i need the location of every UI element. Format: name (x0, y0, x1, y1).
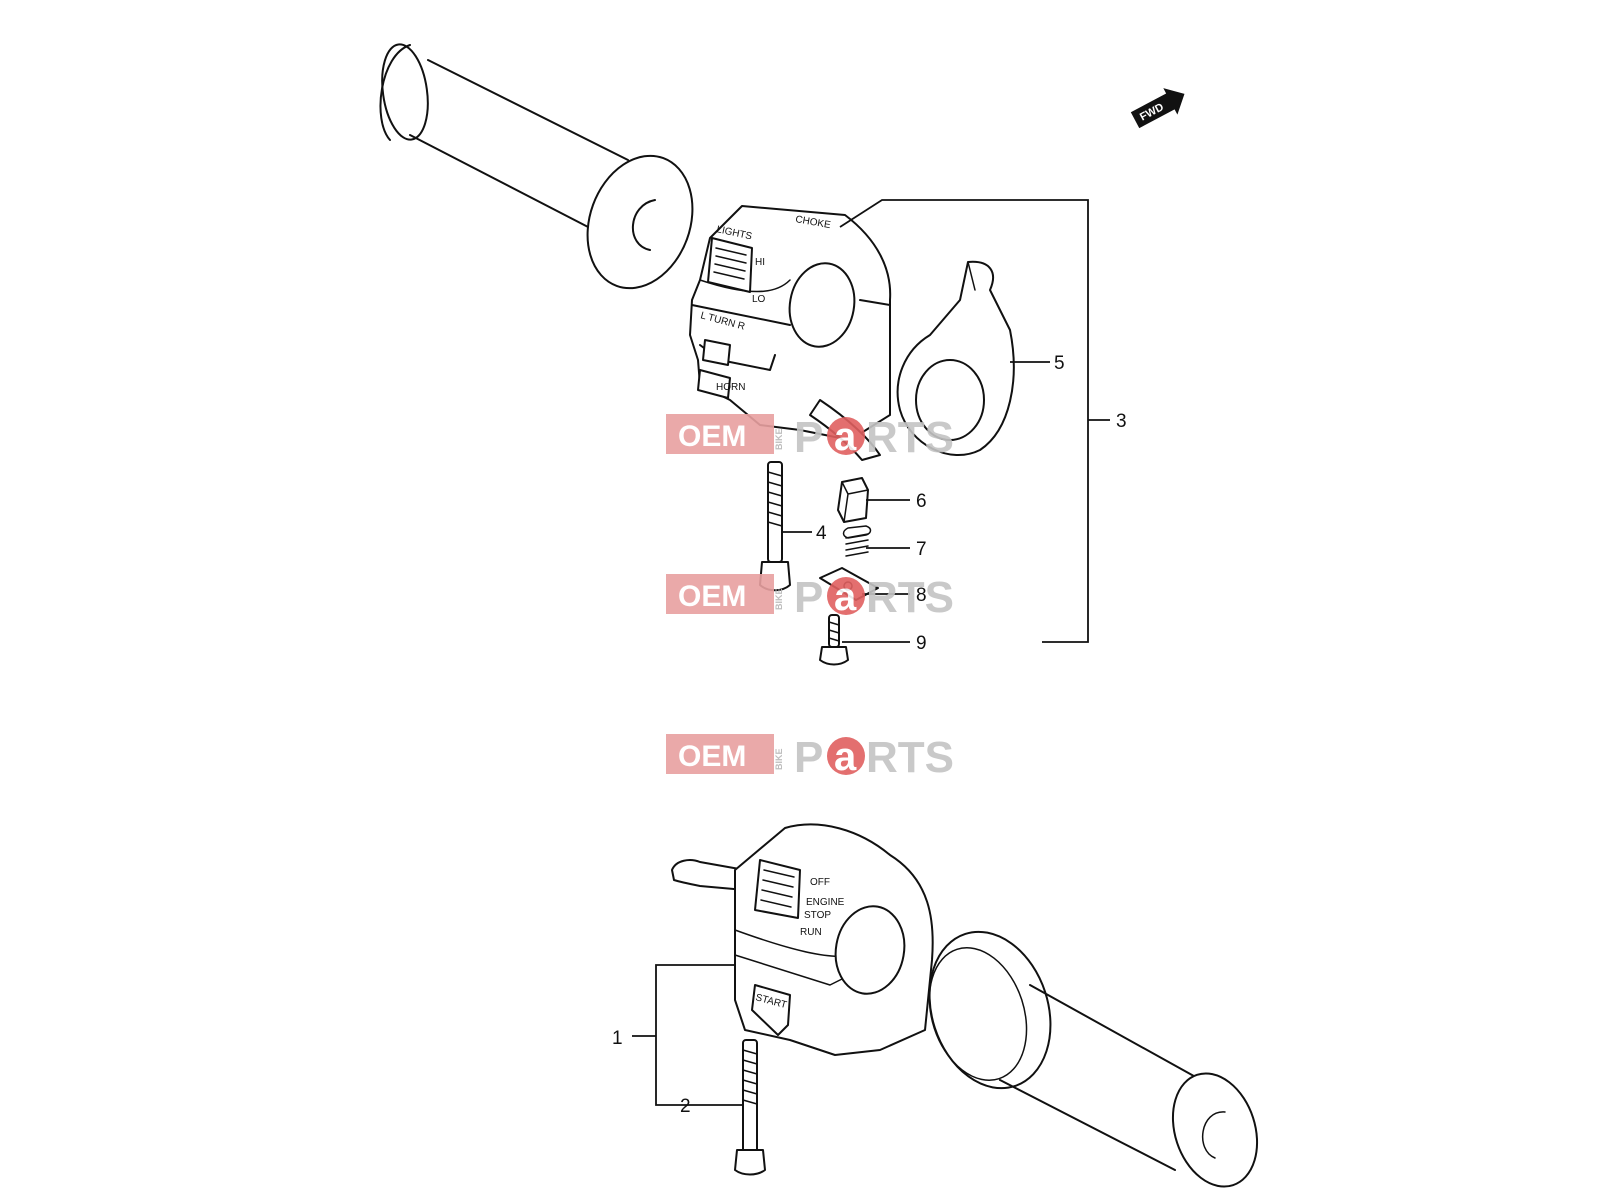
watermark-rts: RTS (866, 413, 954, 462)
callout-3: 3 (1116, 411, 1127, 432)
watermark-rts: RTS (866, 733, 954, 782)
callout-5: 5 (1054, 353, 1065, 374)
horn-label: HORN (716, 382, 745, 393)
leader-lines (632, 199, 1110, 1106)
watermark-2: OEM BIKE P a RTS (666, 573, 954, 622)
run-label: RUN (800, 927, 822, 938)
watermark-oem: OEM (678, 420, 746, 453)
watermark-p: P (794, 573, 823, 622)
left-handlebar-grip (379, 43, 694, 290)
watermark-rts: RTS (866, 573, 954, 622)
watermark-bike: BIKE (774, 748, 784, 770)
screw-9 (819, 614, 849, 666)
right-switch-housing: OFF ENGINE STOP RUN START (671, 823, 934, 1056)
throttle-grip (928, 930, 1259, 1188)
callout-2: 2 (680, 1096, 691, 1117)
lo-label: LO (752, 294, 766, 305)
screw-4 (759, 461, 791, 592)
watermark-bike: BIKE (774, 588, 784, 610)
watermark-bike: BIKE (774, 428, 784, 450)
callouts: 1 2 3 4 5 6 7 8 9 (612, 353, 1127, 1117)
callout-1: 1 (612, 1028, 623, 1049)
watermark-3: OEM BIKE P a RTS (666, 733, 954, 782)
callout-6: 6 (916, 491, 927, 512)
watermark-1: OEM BIKE P a RTS (666, 413, 954, 462)
watermark-oem: OEM (678, 740, 746, 773)
choke-lever (896, 260, 1015, 456)
spring-7 (842, 525, 872, 557)
hi-label: HI (755, 257, 765, 268)
watermark-p: P (794, 733, 823, 782)
watermark-a: a (834, 415, 857, 459)
watermark-p: P (794, 413, 823, 462)
fwd-arrow-icon: FWD (1130, 88, 1185, 129)
off-label: OFF (810, 877, 830, 888)
callout-4: 4 (816, 523, 827, 544)
callout-9: 9 (916, 633, 927, 654)
stop-label: STOP (804, 910, 831, 921)
callout-7: 7 (916, 539, 927, 560)
switch-knob-6 (837, 477, 869, 523)
watermark-a: a (834, 735, 857, 779)
screw-2 (734, 1039, 766, 1176)
callout-8: 8 (916, 585, 927, 606)
watermark-oem: OEM (678, 580, 746, 613)
left-switch-housing: LIGHTS CHOKE HI LO L TURN R HORN (689, 205, 892, 461)
engine-label: ENGINE (806, 897, 845, 908)
watermark-a: a (834, 575, 857, 619)
